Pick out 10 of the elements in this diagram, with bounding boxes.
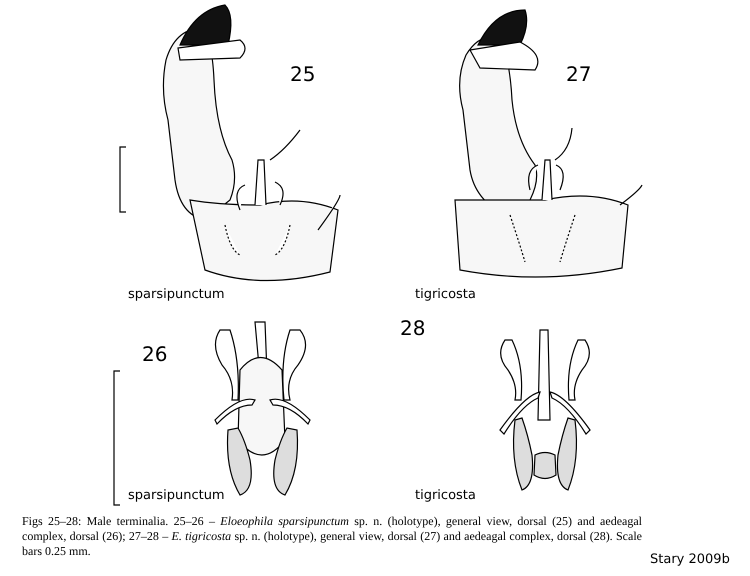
figure-number: 26 <box>142 342 168 366</box>
figure-number: 27 <box>566 62 592 86</box>
figure-number: 28 <box>400 316 426 340</box>
species-label: tigricosta <box>415 488 476 503</box>
species-label: sparsipunctum <box>128 488 225 503</box>
species-label: sparsipunctum <box>128 287 225 302</box>
species-label: tigricosta <box>415 287 476 302</box>
figure-number: 25 <box>290 62 316 86</box>
figure-caption: Figs 25–28: Male terminalia. 25–26 – Eloeophila sparsipunctum sp. n. (holotype), general view, dorsal (25) and aedeagal complex, dorsal (26); 27–28 – E. tigricosta sp. n. (holotype), general view, dorsal (27) and aedeagal complex, dorsal (28). Scale bars 0.25 mm. <box>22 514 642 559</box>
source-citation: Stary 2009b <box>650 552 730 567</box>
